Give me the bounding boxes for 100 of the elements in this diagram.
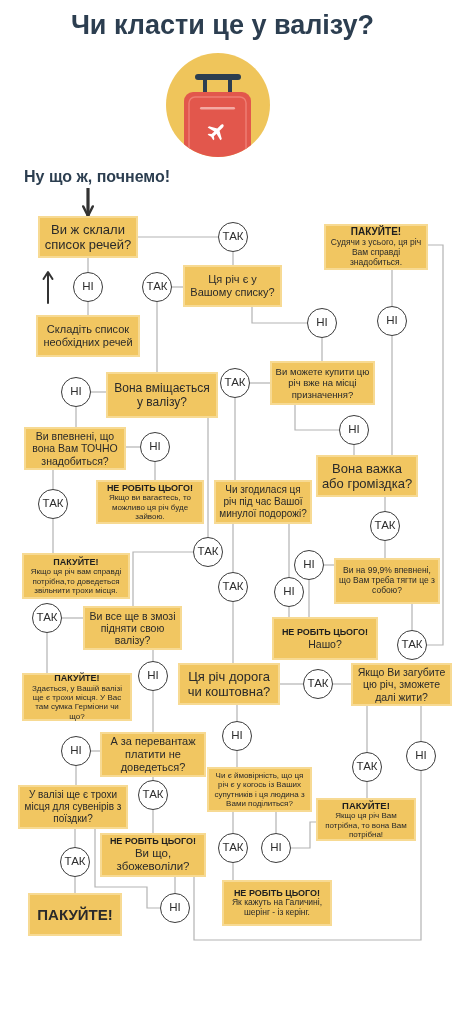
- answer-circle: [142, 272, 172, 302]
- answer-label: ТАК: [356, 761, 378, 773]
- connector-line: [152, 809, 154, 834]
- result-heading: НЕ РОБІТЬ ЦЬОГО!: [109, 836, 197, 847]
- answer-label: НІ: [283, 586, 295, 598]
- answer-circle: [406, 741, 436, 771]
- result-text: Судячи з усього, ця річ Вам справді знадобиться.: [329, 238, 423, 268]
- answer-circle: [339, 415, 369, 445]
- connector-line: [288, 606, 290, 618]
- result-heading: ПАКУЙТЕ!: [342, 799, 390, 812]
- result-text: Як кажуть на Галичині, шерінг - із керінг.: [231, 898, 323, 919]
- result-box: [272, 617, 378, 660]
- answer-circle: [60, 847, 90, 877]
- answer-circle: [140, 432, 170, 462]
- answer-circle: [294, 550, 324, 580]
- answer-label: НІ: [270, 842, 282, 854]
- connector-line: [391, 269, 393, 307]
- result-box: [28, 893, 122, 936]
- result-heading: НЕ РОБІТЬ ЦЬОГО!: [233, 887, 321, 899]
- question-text: Ви ж склали список речей?: [43, 221, 133, 253]
- connector-line: [152, 690, 154, 733]
- answer-label: ТАК: [42, 498, 64, 510]
- question-box: [100, 732, 206, 777]
- connector-line: [152, 776, 154, 781]
- answer-label: НІ: [303, 559, 315, 571]
- question-text: Вона важка або громіздка?: [321, 460, 413, 492]
- connector-line: [321, 337, 323, 362]
- question-box: [178, 663, 280, 705]
- answer-circle: [32, 603, 62, 633]
- question-box: [207, 767, 312, 812]
- answer-label: ТАК: [224, 377, 246, 389]
- result-heading: ПАКУЙТЕ!: [53, 556, 99, 568]
- answer-circle: [138, 661, 168, 691]
- answer-circle: [193, 537, 223, 567]
- answer-label: НІ: [149, 441, 161, 453]
- answer-label: НІ: [348, 424, 360, 436]
- question-box: [334, 558, 440, 604]
- result-box: [100, 833, 206, 877]
- answer-label: ТАК: [401, 639, 423, 651]
- connector-line: [74, 828, 76, 848]
- answer-circle: [220, 368, 250, 398]
- connector-line: [294, 404, 340, 431]
- result-box: [96, 480, 204, 524]
- connector-line: [288, 523, 290, 578]
- answer-circle: [377, 306, 407, 336]
- result-text: Нашо?: [308, 637, 342, 651]
- answer-label: НІ: [70, 745, 82, 757]
- question-text: Ця річ дорога чи коштовна?: [186, 668, 272, 700]
- answer-circle: [218, 222, 248, 252]
- connector-line: [411, 603, 413, 631]
- connector-line: [90, 391, 107, 393]
- connector-line: [61, 617, 84, 619]
- result-text: ПАКУЙТЕ!: [37, 905, 113, 924]
- question-text: Якщо Ви загубите цю річ, зможете далі жити?: [356, 666, 447, 703]
- start-label: Ну що ж, почнемо!: [24, 166, 194, 188]
- connector-line: [207, 417, 209, 538]
- connector-line: [125, 446, 141, 448]
- result-text: Здається, у Вашій валізі ще є трохи місця. У Вас там сумка Герміони чи що?: [30, 683, 123, 722]
- question-text: Ви впевнені, що вона Вам ТОЧНО знадобиться?: [31, 430, 119, 467]
- answer-label: ТАК: [222, 231, 244, 243]
- answer-circle: [222, 721, 252, 751]
- answer-circle: [218, 833, 248, 863]
- question-text: Ви можете купити цю річ вже на місці призначення?: [275, 366, 370, 400]
- answer-circle: [370, 511, 400, 541]
- answer-circle: [352, 752, 382, 782]
- result-box: [324, 224, 428, 270]
- question-text: Ця річ є у Вашому списку?: [189, 273, 276, 299]
- connector-line: [52, 518, 54, 554]
- answer-circle: [61, 736, 91, 766]
- answer-circle: [218, 572, 248, 602]
- connector-line: [236, 750, 238, 768]
- answer-circle: [274, 577, 304, 607]
- connector-line: [251, 306, 308, 324]
- connector-line: [391, 335, 393, 456]
- answer-label: НІ: [316, 317, 328, 329]
- connector-line: [137, 236, 219, 238]
- result-text: Якщо ця річ Вам потрібна, то вона Вам потрібна!: [324, 811, 408, 840]
- answer-circle: [138, 780, 168, 810]
- result-heading: ПАКУЙТЕ!: [54, 672, 100, 684]
- result-text: Якщо ця річ вам справді потрібна,то доведеться звільнити трохи місця.: [29, 567, 123, 596]
- connector-line: [87, 257, 89, 273]
- answer-circle: [397, 630, 427, 660]
- connector-line: [323, 564, 335, 566]
- connector-line: [420, 705, 422, 742]
- result-box: [222, 880, 332, 926]
- answer-label: ТАК: [36, 612, 58, 624]
- connector-line: [75, 406, 77, 428]
- question-text: Чи згодилася ця річ під час Вашої минулої подорожі?: [219, 484, 307, 520]
- answer-label: НІ: [82, 281, 94, 293]
- answer-label: ТАК: [222, 842, 244, 854]
- answer-circle: [160, 893, 190, 923]
- connector-line: [249, 382, 271, 384]
- result-box: [22, 553, 130, 599]
- answer-label: НІ: [231, 730, 243, 742]
- arrow: [82, 188, 94, 218]
- connector-line: [75, 765, 77, 786]
- connector-line: [171, 286, 184, 288]
- answer-circle: [261, 833, 291, 863]
- question-box: [24, 427, 126, 470]
- title: Чи класти це у валізу?: [69, 9, 376, 42]
